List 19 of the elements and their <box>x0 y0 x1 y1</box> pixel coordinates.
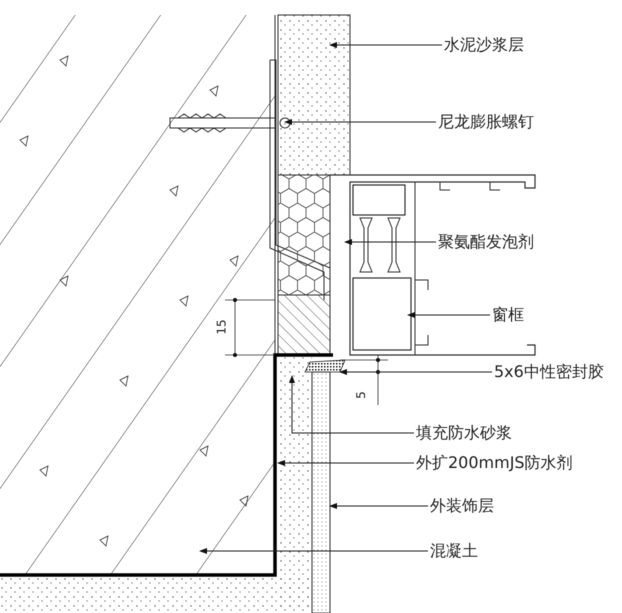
leader-line <box>339 369 492 375</box>
callout-label: 水泥沙浆层 <box>442 35 526 55</box>
leader-line <box>407 312 490 318</box>
leader-line <box>199 548 428 554</box>
callout-label: 混凝土 <box>428 541 480 561</box>
callout-label: 聚氨酯发泡剂 <box>436 232 536 252</box>
leader-line <box>329 503 428 509</box>
leader-line <box>284 119 436 125</box>
leader-line <box>344 239 436 245</box>
dimension-text: 15 <box>214 319 229 335</box>
callout-label: 5x6中性密封胶 <box>492 362 606 382</box>
callout-label: 窗框 <box>490 305 526 325</box>
leader-line <box>329 42 442 48</box>
leader-line <box>289 375 414 434</box>
callout-label: 外装饰层 <box>428 496 496 516</box>
callout-label: 填充防水砂浆 <box>414 423 514 443</box>
leader-line <box>277 460 414 466</box>
dimension-text: 5 <box>354 391 368 399</box>
callout-label: 尼龙膨胀螺钉 <box>436 112 536 132</box>
